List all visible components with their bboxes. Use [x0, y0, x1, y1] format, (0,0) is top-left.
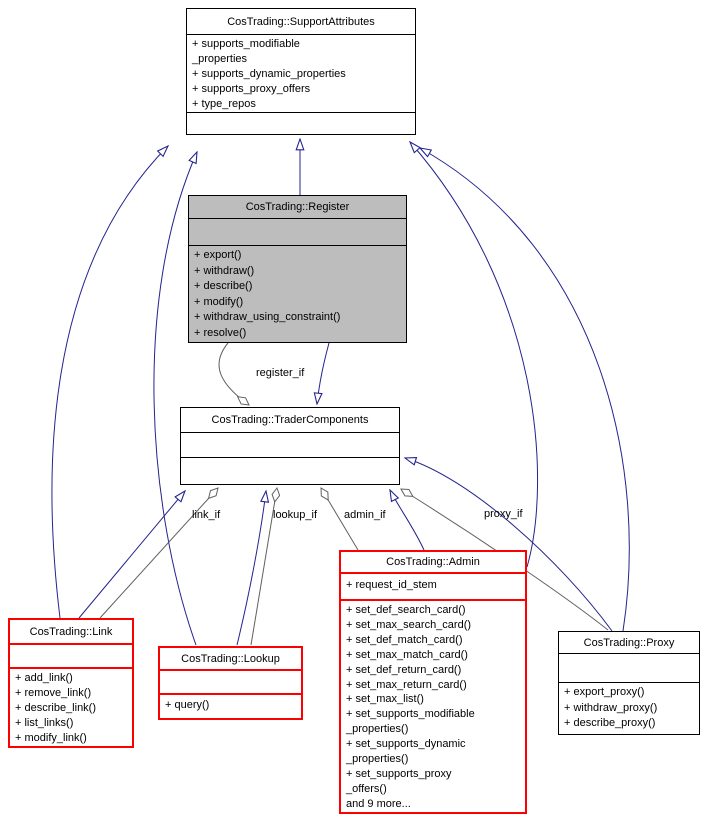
- method-line: + set_def_search_card(): [346, 604, 466, 616]
- inheritance-edge-admin-to-tradercomponents: [390, 490, 425, 551]
- attribute-line: _properties: [192, 53, 248, 65]
- method-line: _properties(): [346, 723, 409, 736]
- class-link-attributes: [10, 643, 132, 667]
- inheritance-edge-lookup-to-tradercomponents: [236, 491, 266, 646]
- method-line: _offers(): [346, 782, 387, 795]
- edge-label-proxy-if: proxy_if: [484, 508, 523, 520]
- class-proxy-attributes: [559, 653, 699, 682]
- method-line: + resolve(): [194, 326, 247, 339]
- method-line: + add_link(): [15, 672, 73, 684]
- aggregation-edge-register-if: [218, 342, 249, 405]
- method-line: + withdraw_proxy(): [564, 701, 658, 714]
- attribute-line: + type_repos: [192, 98, 256, 110]
- class-tradercomponents-attributes: [181, 432, 399, 457]
- aggregation-edge-admin-if: [321, 488, 359, 551]
- method-line: _properties(): [346, 753, 409, 766]
- method-line: + modify_link(): [15, 732, 87, 744]
- inheritance-edge-admin-to-supportattributes: [410, 142, 539, 568]
- class-lookup-attributes: [160, 669, 301, 693]
- method-line: and 9 more...: [346, 797, 411, 810]
- class-tradercomponents[interactable]: CosTrading::TraderComponents: [180, 407, 400, 485]
- method-line: + set_supports_proxy: [346, 767, 452, 780]
- method-line: + set_max_list(): [346, 693, 424, 706]
- aggregation-edge-link-if: [99, 488, 218, 619]
- method-line: + set_supports_dynamic: [346, 738, 466, 751]
- class-admin-attributes: + request_id_stem: [341, 572, 525, 599]
- class-proxy[interactable]: CosTrading::Proxy + export_proxy() + wit…: [558, 631, 700, 735]
- edge-label-register-if: register_if: [256, 367, 305, 379]
- class-admin-title[interactable]: CosTrading::Admin: [386, 556, 480, 568]
- class-tradercomponents-title[interactable]: CosTrading::TraderComponents: [211, 414, 369, 426]
- inheritance-edge-link-to-tradercomponents: [78, 491, 185, 619]
- method-line: + set_max_return_card(): [346, 678, 467, 691]
- attribute-line: + supports_dynamic_properties: [192, 68, 346, 80]
- class-link-title[interactable]: CosTrading::Link: [29, 625, 113, 638]
- method-line: + set_supports_modifiable: [346, 708, 475, 721]
- method-line: + export_proxy(): [564, 686, 645, 698]
- class-supportattributes-attributes: + supports_modifiable _properties + supp…: [187, 34, 415, 112]
- class-supportattributes[interactable]: CosTrading::SupportAttributes + supports…: [186, 8, 416, 135]
- class-register-methods: + export() + withdraw() + describe() + m…: [189, 245, 406, 342]
- class-lookup-methods: + query(): [160, 693, 301, 718]
- method-line: + remove_link(): [15, 687, 92, 699]
- class-proxy-title[interactable]: CosTrading::Proxy: [583, 636, 675, 649]
- class-register-title[interactable]: CosTrading::Register: [245, 201, 350, 213]
- class-admin-methods: + set_def_search_card() + set_max_search…: [341, 599, 525, 812]
- method-line: + describe_link(): [15, 702, 97, 714]
- method-line: + set_def_return_card(): [346, 663, 462, 676]
- edge-label-link-if: link_if: [192, 509, 221, 521]
- class-supportattributes-methods: [187, 112, 415, 134]
- method-line: + describe_proxy(): [564, 717, 656, 729]
- class-register[interactable]: CosTrading::Register + export() + withdr…: [188, 195, 407, 343]
- class-proxy-methods: + export_proxy() + withdraw_proxy() + de…: [559, 682, 699, 734]
- method-line: + query(): [165, 699, 210, 711]
- attribute-line: + request_id_stem: [346, 579, 437, 591]
- inheritance-edge-link-to-supportattributes: [51, 146, 168, 619]
- method-line: + export(): [194, 249, 242, 261]
- method-line: + list_links(): [15, 717, 74, 729]
- class-tradercomponents-methods: [181, 457, 399, 484]
- class-supportattributes-title[interactable]: CosTrading::SupportAttributes: [227, 15, 375, 28]
- class-lookup-title[interactable]: CosTrading::Lookup: [181, 652, 280, 665]
- method-line: + set_def_match_card(): [346, 633, 463, 646]
- attribute-line: + supports_modifiable: [192, 38, 300, 50]
- class-link-methods: + add_link() + remove_link() + describe_…: [10, 667, 132, 746]
- inheritance-edge-register-to-tradercomponents: [317, 342, 330, 404]
- method-line: + set_max_match_card(): [346, 648, 468, 661]
- method-line: + withdraw(): [194, 264, 255, 277]
- class-lookup[interactable]: CosTrading::Lookup + query(): [158, 646, 303, 720]
- aggregation-edge-lookup-if: [250, 488, 277, 646]
- class-admin[interactable]: CosTrading::Admin + request_id_stem + se…: [339, 550, 527, 814]
- attribute-line: + supports_proxy_offers: [192, 83, 311, 95]
- class-link[interactable]: CosTrading::Link + add_link() + remove_l…: [8, 618, 134, 748]
- class-register-attributes: [189, 218, 406, 245]
- inheritance-edge-lookup-to-supportattributes: [153, 152, 197, 646]
- method-line: + modify(): [194, 295, 244, 308]
- edge-label-lookup-if: lookup_if: [273, 509, 318, 521]
- inheritance-edge-proxy-to-tradercomponents: [405, 458, 613, 632]
- inheritance-edge-proxy-to-supportattributes: [420, 148, 630, 632]
- edge-label-admin-if: admin_if: [344, 509, 386, 521]
- method-line: + set_max_search_card(): [346, 618, 472, 631]
- method-line: + withdraw_using_constraint(): [194, 311, 341, 323]
- method-line: + describe(): [194, 280, 253, 292]
